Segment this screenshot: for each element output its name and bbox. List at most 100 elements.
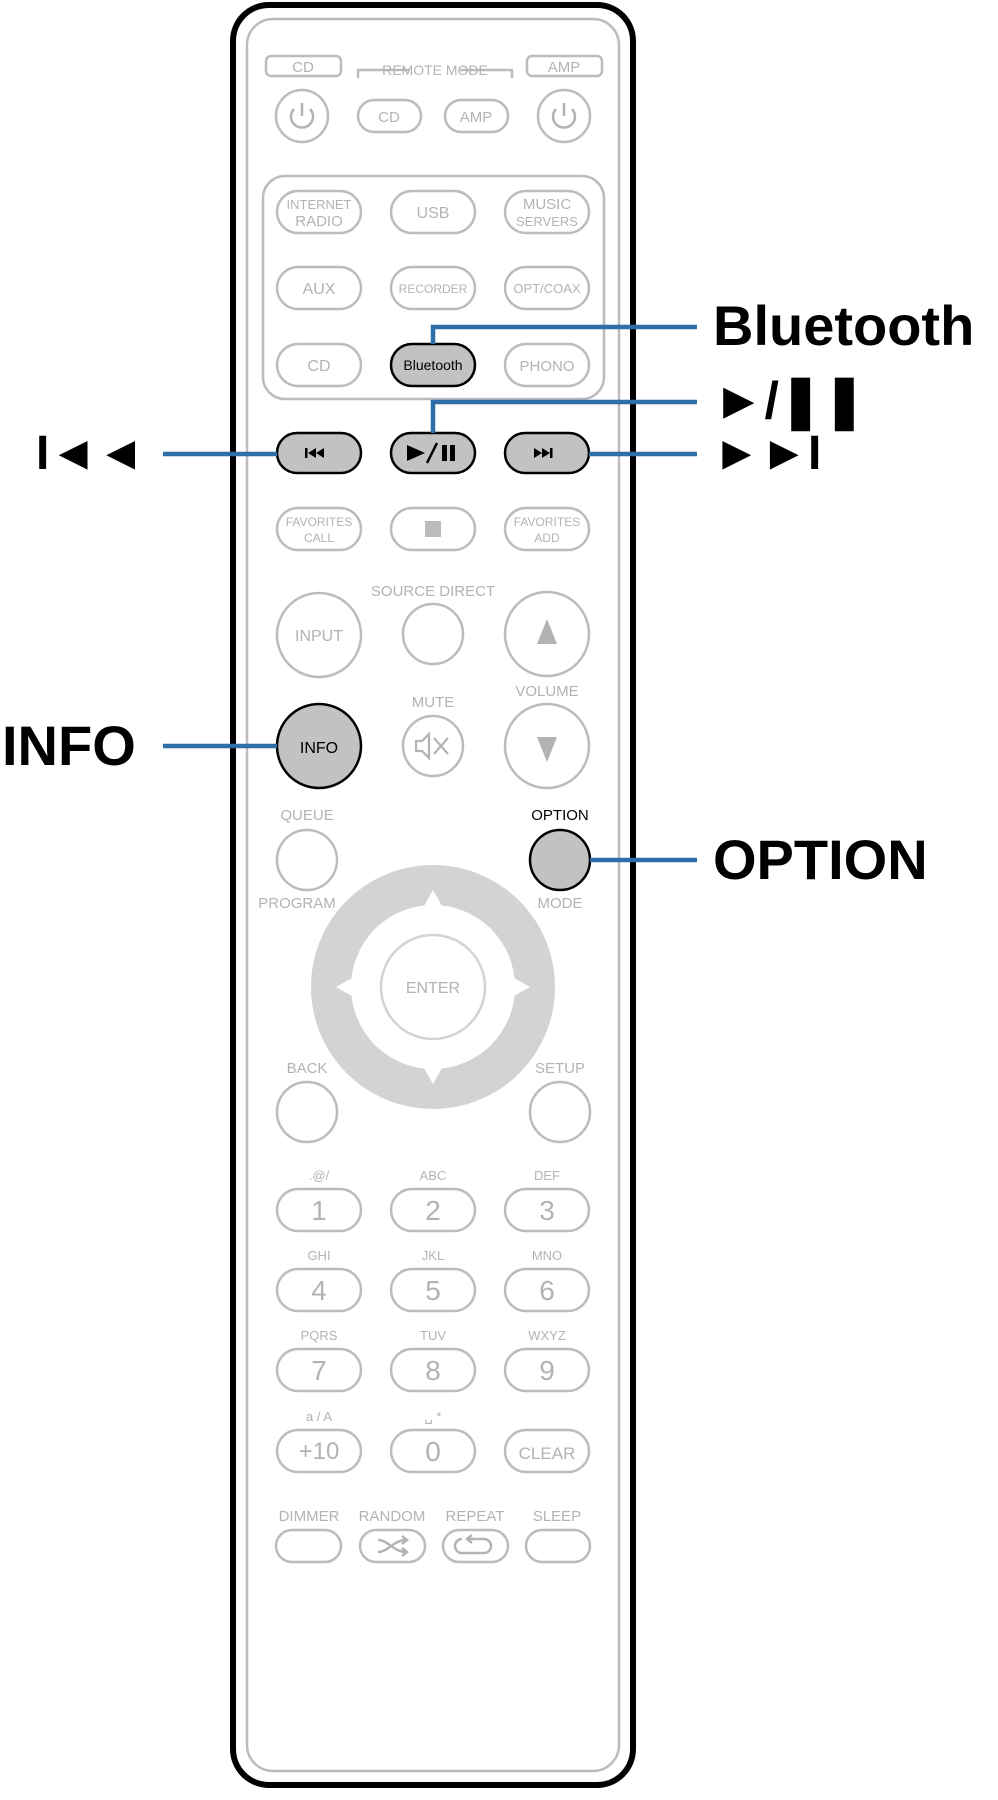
keypad-key-5[interactable]: 6 [503, 1267, 591, 1313]
cd-source-label: CD [307, 358, 330, 375]
prev-track-button[interactable] [275, 431, 363, 475]
keypad-key-7[interactable]: 8 [389, 1347, 477, 1393]
keypad-key-6[interactable]: 7 [275, 1347, 363, 1393]
dpad-left-button[interactable] [336, 978, 352, 996]
sleep-button[interactable] [524, 1528, 592, 1564]
opt-coax-button[interactable]: OPT/COAX [503, 265, 591, 311]
remote-mode-label: REMOTE MODE [382, 62, 488, 78]
opt-coax-label: OPT/COAX [513, 281, 581, 296]
keypad-key-sublabel: PQRS [301, 1328, 338, 1343]
program-label: PROGRAM [258, 895, 336, 912]
bluetooth-label: Bluetooth [403, 357, 462, 373]
keypad-key-label: 2 [425, 1195, 441, 1226]
mode-cd-button[interactable]: CD [356, 98, 423, 134]
dpad-up-button[interactable] [424, 890, 442, 906]
enter-button[interactable]: ENTER [379, 933, 487, 1041]
input-label: INPUT [295, 628, 343, 645]
shuffle-icon [377, 1535, 410, 1557]
keypad-key-sublabel: DEF [534, 1168, 560, 1183]
keypad-key-sublabel: JKL [422, 1248, 444, 1263]
keypad-key-sublabel: GHI [307, 1248, 330, 1263]
mode-amp-button[interactable]: AMP [443, 98, 510, 134]
favorites-add-label-2: ADD [534, 531, 560, 545]
volume-down-button[interactable] [503, 702, 591, 790]
keypad-key-11[interactable]: CLEAR [503, 1428, 591, 1474]
callout-play-pause: ►/❚❚ [713, 372, 867, 430]
favorites-add-label-1: FAVORITES [514, 515, 580, 529]
favorites-add-button[interactable]: FAVORITES ADD [503, 506, 591, 552]
setup-label: SETUP [535, 1060, 585, 1077]
triangle-up-icon [537, 619, 557, 644]
callout-bluetooth: Bluetooth [713, 294, 975, 357]
source-direct-label: SOURCE DIRECT [371, 583, 495, 600]
repeat-button[interactable] [441, 1528, 510, 1564]
phono-button[interactable]: PHONO [503, 342, 591, 388]
keypad-key-label: 8 [425, 1355, 441, 1386]
mute-button[interactable] [401, 714, 465, 778]
triangle-down-icon [537, 737, 557, 762]
keypad-key-9[interactable]: +10 [275, 1428, 363, 1474]
volume-up-button[interactable] [503, 590, 591, 678]
mode-cd-button-label: CD [378, 109, 400, 126]
option-button[interactable] [528, 828, 592, 892]
input-button[interactable]: INPUT [275, 591, 363, 679]
music-servers-button[interactable]: MUSIC SERVERS [503, 189, 591, 235]
keypad-key-8[interactable]: 9 [503, 1347, 591, 1393]
recorder-label: RECORDER [399, 282, 468, 296]
dimmer-button[interactable] [274, 1528, 343, 1564]
play-pause-button[interactable] [389, 431, 477, 475]
usb-label: USB [417, 205, 450, 222]
back-button[interactable] [275, 1080, 339, 1144]
dimmer-label: DIMMER [279, 1508, 340, 1525]
arrow-left-icon [336, 978, 352, 996]
queue-button[interactable] [275, 828, 339, 892]
usb-button[interactable]: USB [389, 189, 477, 235]
mode-amp-indicator [525, 54, 604, 78]
keypad-key-sublabel: TUV [420, 1328, 446, 1343]
keypad: 1.@/2ABC3DEF4GHI5JKL6MNO7PQRS8TUV9WXYZ+1… [275, 1168, 591, 1474]
remote-mode-bracket-right [460, 68, 514, 78]
callout-option: OPTION [713, 828, 928, 891]
keypad-key-10[interactable]: 0 [389, 1428, 477, 1474]
stop-button[interactable] [389, 506, 477, 552]
recorder-button[interactable]: RECORDER [389, 265, 477, 311]
keypad-key-3[interactable]: 4 [275, 1267, 363, 1313]
power-cd-button[interactable] [274, 88, 330, 144]
source-direct-button[interactable] [401, 602, 465, 666]
info-label: INFO [300, 740, 338, 757]
remote-inner-border [245, 17, 621, 1773]
play-pause-icon [407, 442, 455, 464]
volume-label: VOLUME [515, 683, 578, 700]
keypad-key-label: 6 [539, 1275, 555, 1306]
keypad-key-label: 5 [425, 1275, 441, 1306]
power-amp-button[interactable] [536, 88, 592, 144]
remote-mode-bracket-left [356, 68, 410, 78]
keypad-key-2[interactable]: 3 [503, 1187, 591, 1233]
power-icon [551, 103, 577, 129]
skip-back-icon [305, 448, 324, 458]
aux-button[interactable]: AUX [275, 265, 363, 311]
phono-label: PHONO [519, 358, 574, 375]
callout-lines [163, 324, 697, 863]
internet-radio-button[interactable]: INTERNET RADIO [275, 189, 363, 235]
random-label: RANDOM [359, 1508, 426, 1525]
dpad-down-button[interactable] [424, 1068, 442, 1084]
info-button[interactable]: INFO [275, 702, 363, 790]
cd-source-button[interactable]: CD [275, 342, 363, 388]
setup-button[interactable] [528, 1080, 592, 1144]
random-button[interactable] [358, 1528, 427, 1564]
power-icon [289, 103, 315, 129]
mute-icon [414, 731, 449, 761]
next-track-button[interactable] [503, 431, 591, 475]
bluetooth-button[interactable]: Bluetooth [389, 342, 477, 388]
arrow-up-icon [424, 890, 442, 906]
keypad-key-0[interactable]: 1 [275, 1187, 363, 1233]
repeat-label: REPEAT [446, 1508, 505, 1525]
keypad-key-1[interactable]: 2 [389, 1187, 477, 1233]
keypad-key-sublabel: WXYZ [528, 1328, 566, 1343]
keypad-key-4[interactable]: 5 [389, 1267, 477, 1313]
favorites-call-button[interactable]: FAVORITES CALL [275, 506, 363, 552]
dpad-right-button[interactable] [514, 978, 530, 996]
keypad-key-label: 4 [311, 1275, 327, 1306]
